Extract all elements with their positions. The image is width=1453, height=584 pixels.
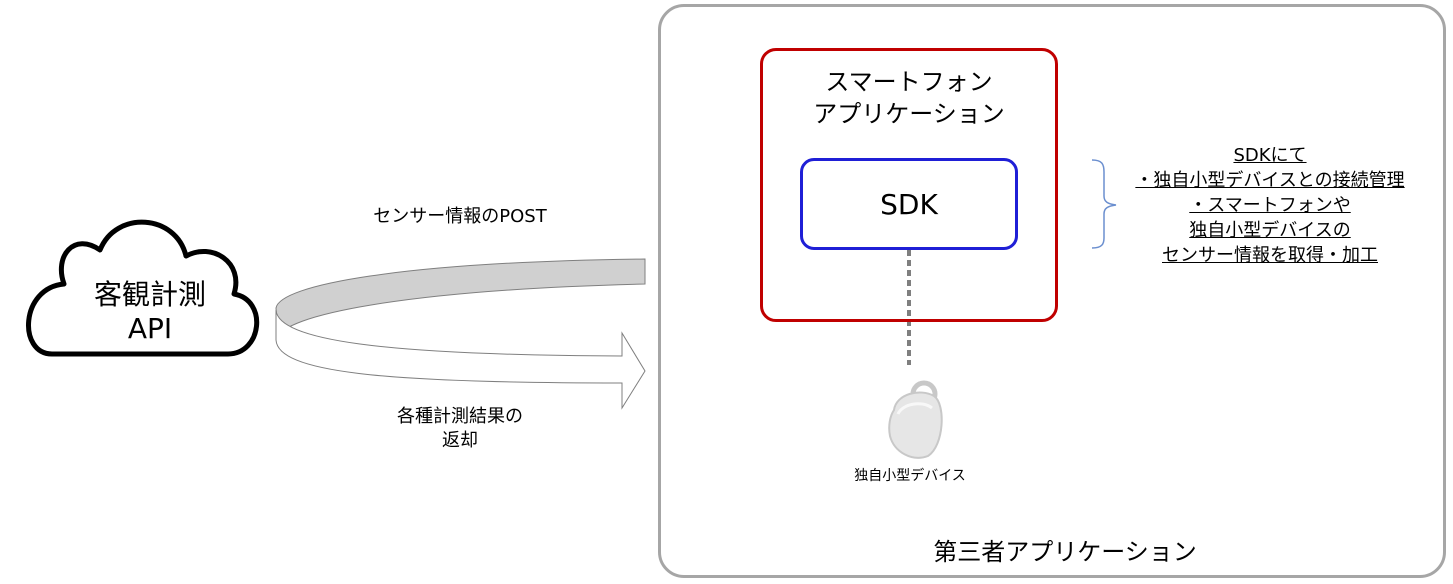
return-arrow bbox=[275, 309, 646, 410]
sdk-note-line: ・独自小型デバイスとの接続管理 bbox=[1135, 170, 1405, 191]
sdk-note: SDKにて ・独自小型デバイスとの接続管理 ・スマートフォンや 独自小型デバイス… bbox=[1110, 143, 1430, 268]
sdk-note-line: センサー情報を取得・加工 bbox=[1162, 245, 1378, 266]
smartphone-app-label-line1: スマートフォン bbox=[825, 68, 993, 96]
cloud-label: 客観計測 API bbox=[40, 278, 260, 346]
note-bracket bbox=[1091, 159, 1117, 249]
post-arrow-label: センサー情報のPOST bbox=[373, 206, 547, 227]
return-arrow-label-line1: 各種計測結果の bbox=[397, 406, 523, 427]
sdk-note-line: ・スマートフォンや bbox=[1189, 195, 1351, 216]
sdk-note-line: SDKにて bbox=[1233, 145, 1307, 166]
device-label: 独自小型デバイス bbox=[854, 468, 966, 484]
cloud-label-line2: API bbox=[127, 312, 173, 345]
return-arrow-label: 各種計測結果の 返却 bbox=[360, 405, 560, 453]
return-arrow-label-line2: 返却 bbox=[442, 430, 478, 451]
sdk-box: SDK bbox=[800, 158, 1018, 250]
smartphone-app-label: スマートフォン アプリケーション bbox=[760, 66, 1058, 130]
post-arrow-band bbox=[275, 258, 646, 339]
smartphone-app-label-line2: アプリケーション bbox=[813, 100, 1005, 128]
sleep-sensor-device-icon bbox=[888, 380, 943, 459]
sdk-note-line: 独自小型デバイスの bbox=[1189, 220, 1351, 241]
cloud-shape bbox=[26, 219, 260, 357]
third-party-app-box bbox=[658, 4, 1446, 578]
third-party-app-label: 第三者アプリケーション bbox=[933, 538, 1197, 566]
cloud-label-line1: 客観計測 bbox=[93, 278, 206, 311]
sdk-label: SDK bbox=[880, 187, 938, 221]
smartphone-app-box bbox=[760, 48, 1058, 322]
